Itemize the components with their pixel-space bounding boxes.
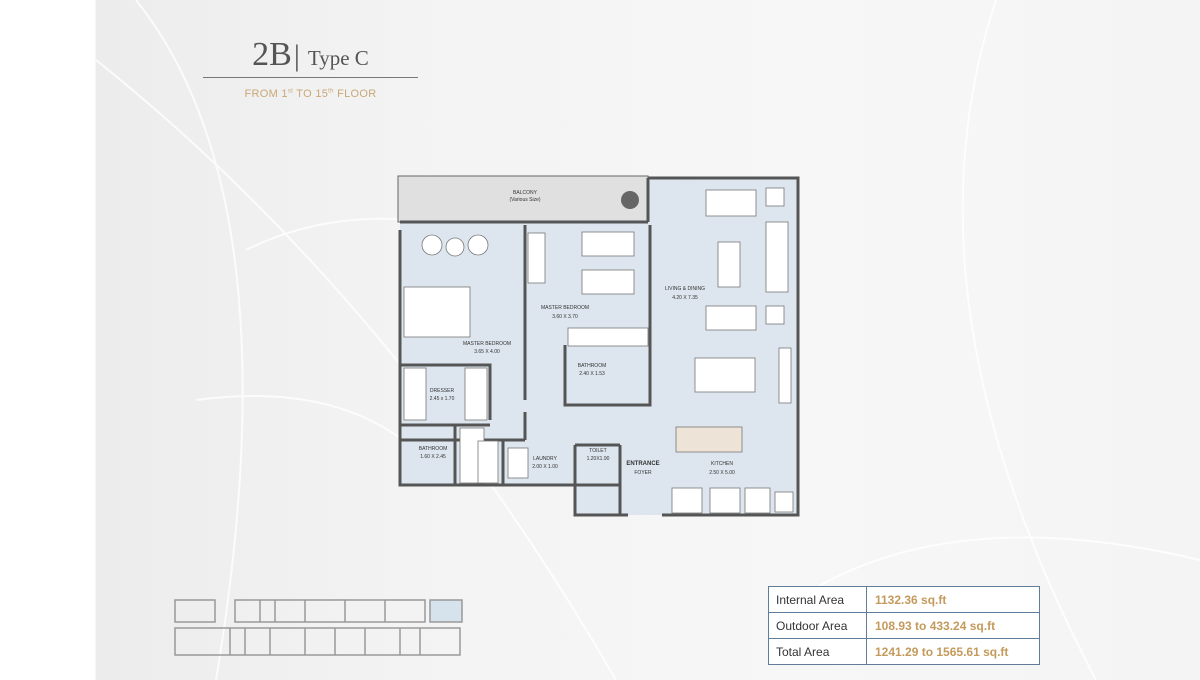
svg-text:2.45 x 1.70: 2.45 x 1.70: [430, 396, 455, 402]
svg-text:(Various Size): (Various Size): [509, 197, 540, 203]
svg-text:4.20 X 7.35: 4.20 X 7.35: [672, 295, 698, 301]
svg-text:2.50 X 5.00: 2.50 X 5.00: [709, 470, 735, 476]
svg-text:1.60 X 2.45: 1.60 X 2.45: [420, 454, 446, 460]
unit-number: 2B: [252, 36, 292, 73]
unit-type: Type C: [307, 46, 369, 70]
living-dining-label: LIVING & DINING: [665, 286, 705, 292]
unit-highlight: [429, 599, 463, 623]
svg-text:2.40 X 1.53: 2.40 X 1.53: [579, 371, 605, 377]
kitchen-label: KITCHEN: [711, 461, 733, 467]
toilet-label: TOILET: [589, 448, 606, 454]
balcony-label: BALCONY: [513, 190, 538, 196]
bathroom-1-label: BATHROOM: [419, 446, 448, 452]
master-bedroom-2-label: MASTER BEDROOM: [541, 305, 589, 311]
svg-text:3.65 X 4.00: 3.65 X 4.00: [474, 349, 500, 355]
key-plan: [174, 599, 463, 656]
laundry-label: LAUNDRY: [533, 456, 557, 462]
svg-text:FOYER: FOYER: [634, 470, 652, 476]
entrance-label: ENTRANCE: [626, 461, 659, 467]
floor-range: FROM 1st TO 15th FLOOR: [244, 88, 377, 100]
unit-title: 2B|Type C: [252, 36, 369, 73]
svg-text:2.00 X 1.00: 2.00 X 1.00: [532, 464, 558, 470]
plant-icon: [621, 191, 639, 209]
master-bedroom-1-label: MASTER BEDROOM: [463, 341, 511, 347]
svg-text:1.20X1.90: 1.20X1.90: [587, 456, 610, 462]
title-divider: [203, 77, 418, 78]
bathroom-2-label: BATHROOM: [578, 363, 607, 369]
leaf-background-texture: [96, 0, 1200, 680]
svg-text:3.60 X 3.70: 3.60 X 3.70: [552, 314, 578, 320]
dresser-label: DRESSER: [430, 388, 455, 394]
